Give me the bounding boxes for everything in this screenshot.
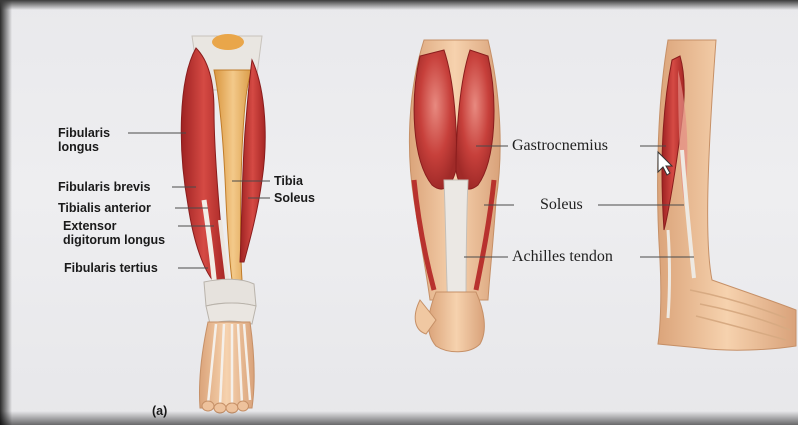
anterior-leg-figure	[181, 34, 265, 413]
panel-label: (a)	[152, 404, 167, 418]
label-soleus-posterior: Soleus	[540, 196, 583, 214]
posterior-leg-figure	[409, 40, 500, 352]
label-fibularis-brevis: Fibularis brevis	[58, 180, 150, 194]
label-gastrocnemius: Gastrocnemius	[512, 137, 608, 155]
label-fibularis-longus: Fibularis longus	[58, 126, 110, 154]
label-achilles-tendon: Achilles tendon	[512, 248, 613, 266]
label-extensor-digitorum-longus: Extensor digitorum longus	[63, 219, 165, 247]
label-soleus-anterior: Soleus	[274, 191, 315, 205]
label-tibialis-anterior: Tibialis anterior	[58, 201, 151, 215]
label-tibia: Tibia	[274, 174, 303, 188]
label-fibularis-tertius: Fibularis tertius	[64, 261, 158, 275]
lateral-leg-figure	[658, 40, 796, 350]
